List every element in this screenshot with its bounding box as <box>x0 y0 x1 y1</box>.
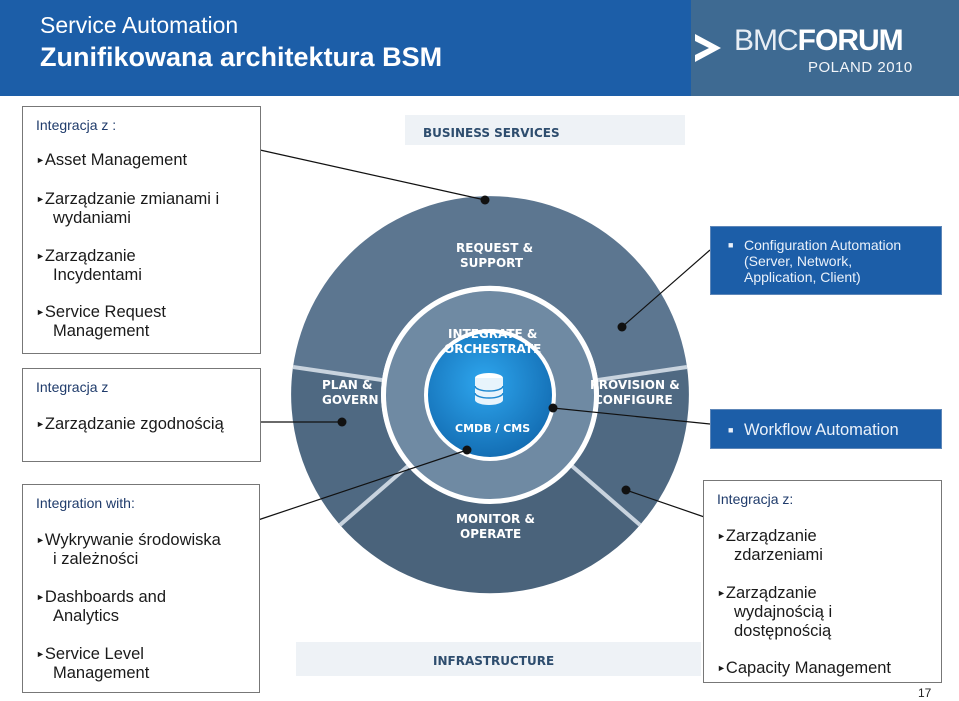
provision-configure-label-1: PROVISION & <box>590 378 680 392</box>
bullet-icon: ■ <box>728 425 734 435</box>
connector-lines <box>257 149 714 521</box>
logo-text: BMCFORUM <box>734 24 904 58</box>
workflow-automation-box: ■ Workflow Automation <box>710 409 942 449</box>
integrate-orchestrate-label-2: ORCHESTRATE <box>444 342 541 356</box>
integration-box-mid-left: Integracja z ►Zarządzanie zgodnością <box>22 368 261 462</box>
infrastructure-band <box>296 642 701 676</box>
list-item-compliance: ►Zarządzanie zgodnością <box>36 415 224 433</box>
business-services-band <box>405 115 685 145</box>
box-heading: Integracja z: <box>717 491 794 507</box>
configuration-automation-box: ■ Configuration Automation (Server, Netw… <box>710 226 942 295</box>
page-number: 17 <box>918 686 932 700</box>
plan-govern-label-2: GOVERN <box>322 393 379 407</box>
config-line-2: (Server, Network, <box>744 253 853 269</box>
cmdb-label: CMDB / CMS <box>455 422 530 435</box>
config-line-3: Application, Client) <box>744 269 861 285</box>
slide-subtitle: Zunifikowana architektura BSM <box>40 42 443 72</box>
request-support-segment <box>293 196 687 380</box>
monitor-operate-label-2: OPERATE <box>460 527 521 541</box>
slide-title: Service Automation <box>40 12 239 38</box>
monitor-operate-label-1: MONITOR & <box>456 512 535 526</box>
business-services-label: BUSINESS SERVICES <box>423 126 560 140</box>
bmc-forum-logo: BMCFORUM POLAND 2010 <box>691 0 959 96</box>
connector-dots <box>337 195 631 495</box>
infrastructure-label: INFRASTRUCTURE <box>433 654 554 668</box>
config-line-1: Configuration Automation <box>744 237 902 253</box>
provision-configure-segment <box>572 367 689 525</box>
list-item-capacity: ►Capacity Management <box>717 659 892 677</box>
integration-box-top-left: Integracja z : ►Asset Management ►Zarząd… <box>22 106 261 354</box>
box-heading: Integracja z <box>36 379 109 395</box>
monitor-operate-segment <box>340 466 640 594</box>
logo-forum: FORUM <box>797 24 904 57</box>
workflow-line: Workflow Automation <box>744 421 899 439</box>
database-icon <box>474 373 504 405</box>
bullet-icon: ■ <box>728 240 734 250</box>
request-support-label-2: SUPPORT <box>460 256 524 270</box>
logo-bmc: BMC <box>734 24 799 57</box>
plan-govern-label-1: PLAN & <box>322 378 372 392</box>
request-support-label-1: REQUEST & <box>456 241 533 255</box>
box-heading: Integracja z : <box>36 117 117 133</box>
box-heading: Integration with: <box>36 495 135 511</box>
integration-box-bottom-left: Integration with: ►Wykrywanie środowiska… <box>22 484 260 693</box>
logo-subtext: POLAND 2010 <box>808 59 913 76</box>
integrate-orchestrate-label-1: INTEGRATE & <box>448 327 537 341</box>
list-item-asset-management: ►Asset Management <box>36 151 188 169</box>
logo-arrow-icon <box>695 34 721 62</box>
plan-govern-segment <box>291 367 408 525</box>
provision-configure-label-2: CONFIGURE <box>594 393 673 407</box>
